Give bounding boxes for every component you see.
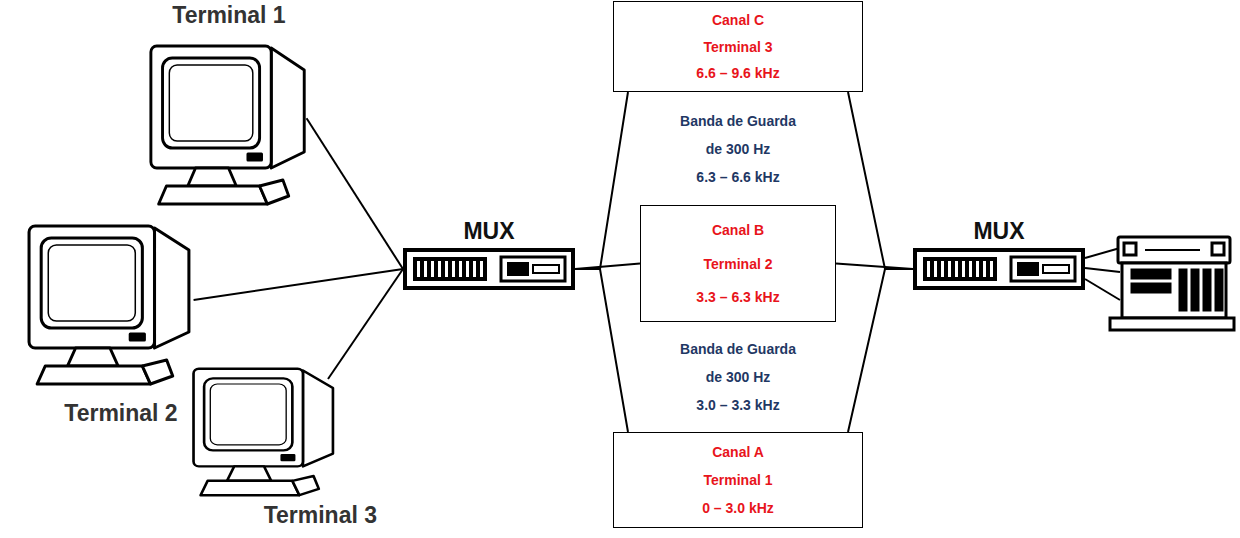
- guard-band: Banda de Guarda de 300 Hz3.0 – 3.3 kHz: [640, 322, 836, 432]
- connector-line: [848, 92, 913, 269]
- terminal-monitor: Terminal 1: [138, 2, 320, 210]
- connector-line: [575, 92, 628, 269]
- connector-line: [194, 269, 403, 300]
- server-wires: [1085, 248, 1120, 300]
- terminal-label: Terminal 2: [16, 400, 206, 426]
- channel-text: Canal B: [712, 221, 764, 239]
- monitor-icon: [147, 40, 312, 210]
- channel-text: Canal A: [712, 443, 764, 461]
- guard-band-text: 6.3 – 6.6 kHz: [696, 163, 779, 191]
- channel-text: 0 – 3.0 kHz: [702, 499, 774, 517]
- monitor-icon: [190, 364, 340, 500]
- channel-text: Terminal 3: [704, 38, 773, 56]
- connector-line: [848, 269, 913, 432]
- channel-box: Canal C Terminal 3 6.6 – 9.6 kHz: [613, 1, 863, 92]
- mux-label: MUX: [463, 218, 514, 244]
- mux-label: MUX: [973, 218, 1024, 244]
- terminal-label: Terminal 1: [138, 2, 320, 28]
- guard-band-text: Banda de Guarda de 300 Hz: [675, 107, 801, 163]
- guard-band-text: 3.0 – 3.3 kHz: [696, 391, 779, 419]
- terminal-monitor: Terminal 2: [16, 220, 206, 426]
- channel-box: Canal B Terminal 2 3.3 – 6.3 kHz: [640, 205, 836, 322]
- server-tower: [1110, 237, 1234, 330]
- mux-device: [913, 248, 1085, 290]
- channel-text: Terminal 2: [704, 255, 773, 273]
- guard-band: Banda de Guarda de 300 Hz6.3 – 6.6 kHz: [640, 92, 836, 205]
- channel-text: 3.3 – 6.3 kHz: [696, 288, 779, 306]
- channel-box: Canal A Terminal 1 0 – 3.0 kHz: [613, 432, 863, 528]
- mux-device: [403, 248, 575, 290]
- connector-line: [575, 269, 628, 432]
- channel-text: Canal C: [712, 11, 764, 29]
- channel-text: 6.6 – 9.6 kHz: [696, 64, 779, 82]
- terminal-monitor: Terminal 3: [190, 364, 380, 528]
- multiplexer: MUX: [403, 218, 575, 290]
- guard-band-text: Banda de Guarda de 300 Hz: [675, 335, 801, 391]
- multiplexer: MUX: [913, 218, 1085, 290]
- connector-line: [307, 118, 403, 269]
- connector-line: [328, 269, 403, 379]
- channel-text: Terminal 1: [704, 471, 773, 489]
- monitor-icon: [25, 220, 197, 390]
- terminal-label: Terminal 3: [190, 502, 380, 528]
